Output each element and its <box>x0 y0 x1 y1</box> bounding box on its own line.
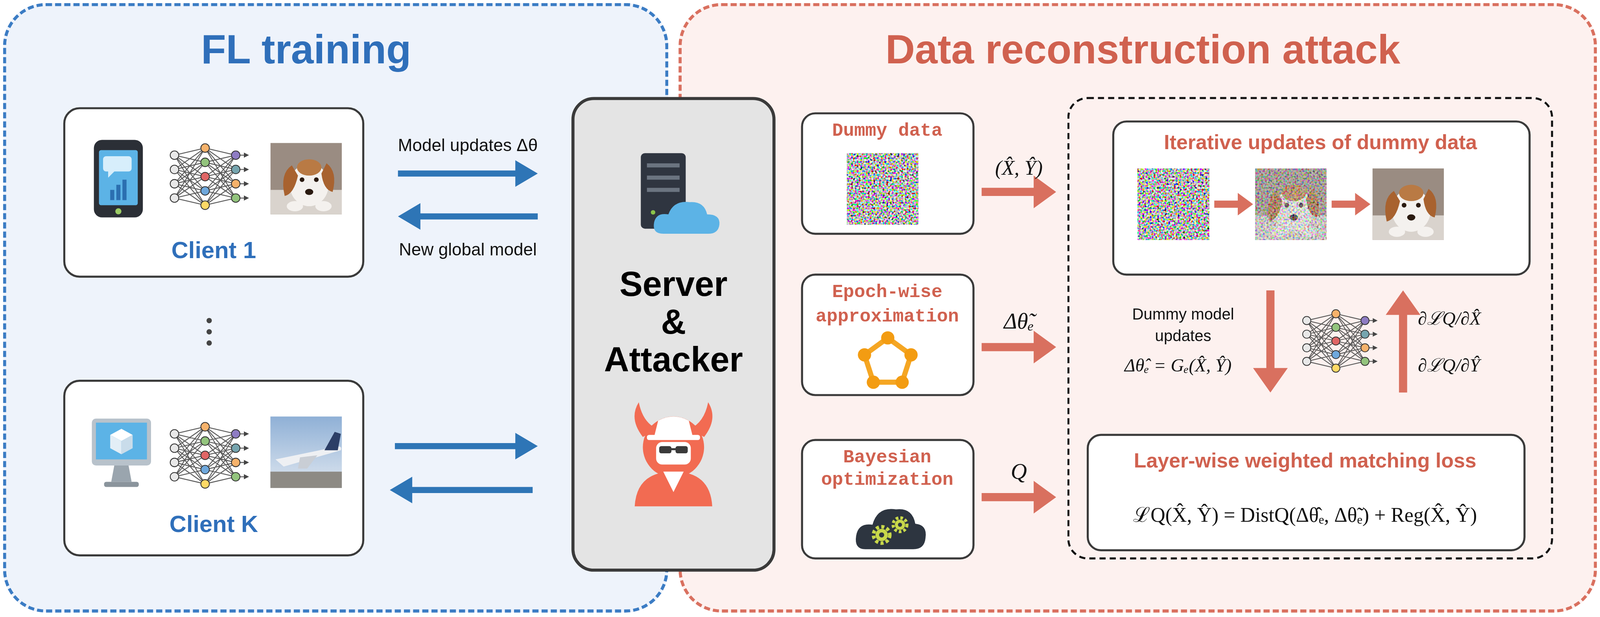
attack-panel: Data reconstruction attackDummy dataEpoc… <box>678 3 1597 613</box>
arrow-head <box>1253 367 1288 393</box>
arrow-head <box>389 476 413 504</box>
arrow-shaft <box>981 492 1036 502</box>
client-label: Client 1 <box>111 235 316 264</box>
arrow-shaft <box>418 213 538 220</box>
cloud-gears-icon <box>855 508 926 549</box>
formula: ∂ℒQ/∂X̂ <box>1417 305 1530 330</box>
noise-image <box>846 152 919 225</box>
box-title: Iterative updates of dummy data <box>1111 129 1530 154</box>
progress-arrow <box>1214 192 1254 216</box>
arrow-shaft <box>981 342 1036 352</box>
formula: ℒQ(X̂, Ŷ) = DistQ(Δθ̂ₑ, Δθ̃ₑ) + Reg(X̂, … <box>1085 501 1525 527</box>
arrow-head <box>1033 480 1057 514</box>
arrow-shaft <box>398 170 518 177</box>
box-title: Bayesian optimization <box>802 445 972 491</box>
neural-network-icon <box>1302 309 1378 373</box>
attack-loop-group: Dummy model updatesΔθ̂ₑ = Gₑ(X̂, Ŷ) ∂ℒQ/∂… <box>1067 96 1554 559</box>
dog-image <box>270 142 343 215</box>
edge-label: Δθ̃ₑ <box>865 308 1172 335</box>
ellipsis-dots <box>206 317 212 346</box>
step-label: Dummy model updates <box>1127 302 1240 346</box>
monitor-icon <box>91 418 151 487</box>
edge-label: Q <box>865 458 1172 485</box>
flow-arrow <box>398 202 538 230</box>
formula: ∂ℒQ/∂Ŷ <box>1417 352 1530 377</box>
edge-label: (X̂, Ŷ) <box>865 154 1172 180</box>
flow-arrow <box>1385 290 1421 393</box>
noise-image <box>1137 168 1210 240</box>
server-box: Server & Attacker <box>571 96 776 572</box>
phone-icon <box>94 139 144 218</box>
flow-arrow <box>981 330 1057 364</box>
arrow-shaft <box>394 442 518 450</box>
loss-box: Layer-wise weighted matching lossℒQ(X̂, … <box>1086 433 1526 551</box>
arrow-head <box>515 432 538 459</box>
client-box: Client K <box>63 379 365 557</box>
flow-arrow <box>981 175 1057 209</box>
flow-arrow <box>981 480 1057 514</box>
airplane-image <box>270 416 343 489</box>
panel-title: Data reconstruction attack <box>785 24 1501 74</box>
box-title: Dummy data <box>802 118 972 142</box>
arrow-shaft <box>1266 290 1275 371</box>
flow-arrow <box>394 432 538 459</box>
arrow-shaft <box>981 187 1036 196</box>
formula: Δθ̂ₑ = Gₑ(X̂, Ŷ) <box>1065 353 1291 377</box>
flow-arrow <box>389 476 533 504</box>
server-label: Server & Attacker <box>576 265 771 379</box>
server-icon <box>640 152 720 234</box>
arrow-head <box>1033 175 1057 209</box>
flow-arrow <box>398 160 538 187</box>
client-box: Client 1 <box>63 106 365 278</box>
box-title: Epoch-wise approximation <box>802 279 972 329</box>
arrow-head <box>1033 330 1057 364</box>
flow-arrow <box>1253 290 1288 393</box>
arrow-shaft <box>409 486 533 494</box>
process-box: Iterative updates of dummy data <box>1111 119 1531 275</box>
pentagon-graph-icon <box>857 331 918 389</box>
box-title: Layer-wise weighted matching loss <box>1085 447 1525 473</box>
neural-network-icon <box>170 422 249 489</box>
input-box: Dummy data <box>801 112 975 235</box>
client-label: Client K <box>111 508 316 538</box>
arrow-shaft <box>1399 312 1408 393</box>
panel-title: FL training <box>101 24 511 74</box>
arrow-head <box>1385 290 1421 315</box>
arrow-head <box>398 202 421 230</box>
input-box: Bayesian optimization <box>801 438 975 560</box>
input-box: Epoch-wise approximation <box>801 273 975 396</box>
noisy-dog-image <box>1255 168 1327 240</box>
neural-network-icon <box>170 143 249 210</box>
arrow-head <box>515 160 538 187</box>
progress-arrow <box>1331 192 1371 216</box>
attacker-devil-icon <box>634 401 713 507</box>
dog-image <box>1372 168 1444 240</box>
fl-panel: FL trainingClient 1 Client K <box>3 3 669 613</box>
